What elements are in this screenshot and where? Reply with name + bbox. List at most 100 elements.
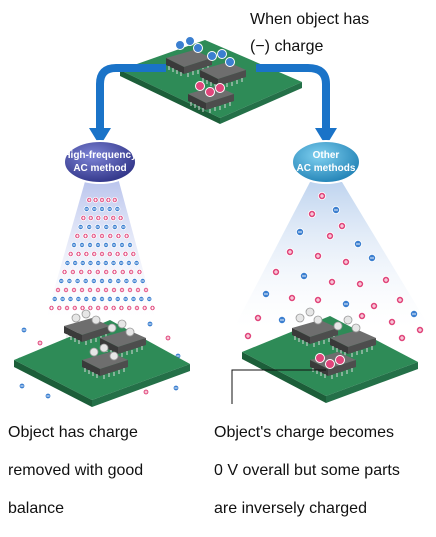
positive-ion-icon bbox=[123, 232, 130, 239]
positive-ion-icon bbox=[114, 250, 121, 257]
negative-ion-icon bbox=[20, 326, 28, 334]
positive-ion-icon bbox=[95, 214, 102, 221]
positive-ion-icon bbox=[90, 232, 97, 239]
callout-line bbox=[231, 369, 326, 404]
inverse-charge-cluster bbox=[315, 353, 345, 369]
negative-ion-icon bbox=[115, 277, 122, 284]
positive-ion-icon bbox=[71, 286, 78, 293]
positive-ion-icon bbox=[357, 311, 366, 320]
right-ion-scatter bbox=[243, 191, 424, 342]
negative-ion-icon bbox=[139, 277, 146, 284]
positive-ion-icon bbox=[95, 304, 102, 311]
negative-ion-icon bbox=[94, 223, 101, 230]
negative-ion-icon bbox=[90, 277, 97, 284]
negative-ion-icon bbox=[83, 295, 90, 302]
positive-ion-icon bbox=[102, 304, 109, 311]
right-caption-line2: 0 V overall but some parts bbox=[214, 462, 400, 479]
negative-ion-icon bbox=[123, 277, 130, 284]
negative-ion-icon bbox=[110, 259, 117, 266]
negative-ion-icon bbox=[99, 205, 106, 212]
negative-ion-icon bbox=[107, 277, 114, 284]
positive-ion-icon bbox=[355, 279, 364, 288]
positive-ion-icon bbox=[103, 286, 110, 293]
positive-ion-icon bbox=[99, 232, 106, 239]
positive-ion-icon bbox=[110, 214, 117, 221]
positive-ion-icon bbox=[307, 209, 316, 218]
positive-ion-icon bbox=[111, 196, 118, 203]
positive-ion-icon bbox=[87, 304, 94, 311]
negative-ion-icon bbox=[66, 277, 73, 284]
negative-ion-icon bbox=[72, 259, 79, 266]
positive-ion-icon bbox=[71, 304, 78, 311]
negative-ion-icon bbox=[59, 295, 66, 302]
positive-ion-icon bbox=[119, 286, 126, 293]
negative-ion-icon bbox=[125, 259, 132, 266]
negative-ion-icon bbox=[146, 320, 154, 328]
left-caption-line2: removed with good bbox=[8, 462, 144, 479]
positive-ion-icon bbox=[127, 286, 134, 293]
left-ion-grid bbox=[16, 196, 182, 400]
positive-ion-icon bbox=[103, 268, 110, 275]
negative-ion-icon bbox=[119, 241, 126, 248]
positive-ion-icon bbox=[95, 286, 102, 293]
negative-ion-icon bbox=[120, 223, 127, 230]
positive-ion-icon bbox=[118, 304, 125, 311]
positive-ion-icon bbox=[56, 304, 63, 311]
positive-ion-icon bbox=[387, 317, 396, 326]
positive-ion-icon bbox=[397, 333, 406, 342]
positive-ion-icon bbox=[337, 221, 346, 230]
left-method-line2: AC method bbox=[73, 163, 126, 174]
negative-ion-icon bbox=[95, 241, 102, 248]
negative-ion-icon bbox=[295, 227, 304, 236]
positive-ion-icon bbox=[87, 286, 94, 293]
positive-ion-icon bbox=[327, 277, 336, 286]
positive-ion-icon bbox=[48, 304, 55, 311]
positive-ion-icon bbox=[369, 301, 378, 310]
negative-ion-icon bbox=[172, 384, 180, 392]
neutral-charge-cluster bbox=[295, 307, 361, 333]
right-circuit-board bbox=[242, 307, 418, 403]
negative-ion-icon bbox=[71, 241, 78, 248]
left-caption-line3: balance bbox=[8, 500, 65, 517]
positive-ion-icon bbox=[80, 214, 87, 221]
positive-ion-icon bbox=[130, 250, 137, 257]
positive-ion-icon bbox=[107, 232, 114, 239]
left-method-line1: High-frequency bbox=[63, 150, 137, 161]
positive-ion-icon bbox=[63, 286, 70, 293]
arrow-to-right-method bbox=[256, 64, 337, 146]
left-caption: Object has charge removed with good bala… bbox=[8, 404, 208, 537]
negative-ion-icon bbox=[75, 295, 82, 302]
positive-ion-icon bbox=[79, 286, 86, 293]
positive-ion-icon bbox=[67, 250, 74, 257]
positive-ion-icon bbox=[381, 275, 390, 284]
positive-ion-icon bbox=[94, 268, 101, 275]
positive-ion-icon bbox=[271, 267, 280, 276]
negative-ion-icon bbox=[99, 295, 106, 302]
positive-ion-icon bbox=[133, 304, 140, 311]
positive-ion-icon bbox=[395, 295, 404, 304]
negative-ion-icon bbox=[131, 277, 138, 284]
positive-ion-icon bbox=[117, 214, 124, 221]
positive-ion-icon bbox=[106, 250, 113, 257]
negative-ion-icon bbox=[18, 382, 26, 390]
diagram-canvas: High-frequency AC method Other AC method… bbox=[14, 36, 430, 407]
other-ac-methods-oval: Other AC methods bbox=[291, 140, 361, 184]
positive-ion-icon bbox=[341, 257, 350, 266]
positive-ion-icon bbox=[142, 286, 149, 293]
positive-ion-icon bbox=[55, 286, 62, 293]
positive-ion-icon bbox=[79, 304, 86, 311]
positive-ion-icon bbox=[105, 196, 112, 203]
negative-ion-icon bbox=[44, 392, 52, 400]
negative-ion-icon bbox=[95, 259, 102, 266]
negative-ion-icon bbox=[83, 205, 90, 212]
header-line1: When object has bbox=[250, 11, 370, 28]
positive-ion-icon bbox=[86, 268, 93, 275]
right-ion-beam bbox=[234, 182, 430, 328]
neutral-charge-cluster bbox=[71, 309, 135, 361]
positive-ion-icon bbox=[317, 191, 326, 200]
positive-ion-icon bbox=[141, 304, 148, 311]
right-caption-line3: are inversely charged bbox=[214, 500, 367, 517]
negative-ion-icon bbox=[341, 299, 350, 308]
positive-ion-icon bbox=[75, 250, 82, 257]
negative-ion-icon bbox=[51, 295, 58, 302]
